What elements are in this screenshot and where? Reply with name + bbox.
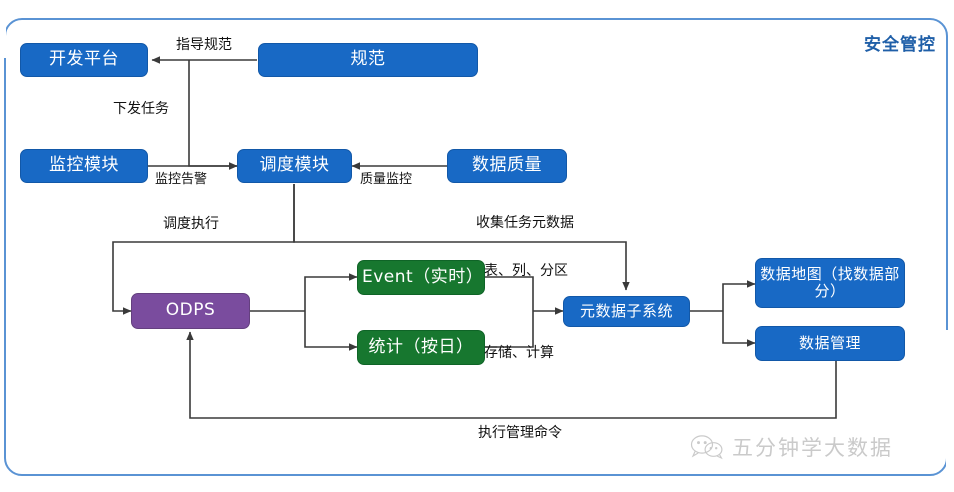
page-title: 安全管控 [864, 35, 936, 55]
node-event-realtime[interactable]: Event（实时） [357, 260, 485, 295]
edge-label-dispatch-task: 下发任务 [113, 101, 169, 117]
section-frame [4, 18, 948, 476]
edge-label-quality-monitor: 质量监控 [360, 172, 413, 187]
node-dev-platform[interactable]: 开发平台 [20, 43, 148, 77]
node-stats-daily[interactable]: 统计（按日） [357, 330, 485, 365]
edge-label-guide-spec: 指导规范 [176, 37, 232, 53]
node-data-manage[interactable]: 数据管理 [755, 326, 905, 361]
node-data-map[interactable]: 数据地图（找数据部分） [755, 258, 905, 308]
node-meta-subsystem[interactable]: 元数据子系统 [563, 296, 690, 327]
node-schedule-module[interactable]: 调度模块 [237, 149, 352, 183]
edge-label-storage-compute: 存储、计算 [484, 345, 554, 361]
edge-label-table-col-part: 表、列、分区 [484, 263, 568, 279]
edge-label-exec-manage-cmd: 执行管理命令 [478, 425, 562, 441]
node-spec[interactable]: 规范 [258, 43, 478, 77]
watermark-text: 五分钟学大数据 [732, 436, 893, 460]
watermark: 五分钟学大数据 [690, 432, 893, 462]
edge-label-monitor-alarm: 监控告警 [155, 172, 208, 187]
edge-label-schedule-exec: 调度执行 [163, 216, 219, 232]
node-data-quality[interactable]: 数据质量 [447, 149, 567, 183]
frame-mask-left-edge [0, 20, 4, 460]
edge-label-collect-task-meta: 收集任务元数据 [476, 215, 574, 231]
node-monitor-module[interactable]: 监控模块 [20, 149, 148, 183]
frame-mask-right [946, 330, 954, 480]
wechat-icon [690, 435, 723, 460]
node-odps[interactable]: ODPS [131, 293, 250, 329]
